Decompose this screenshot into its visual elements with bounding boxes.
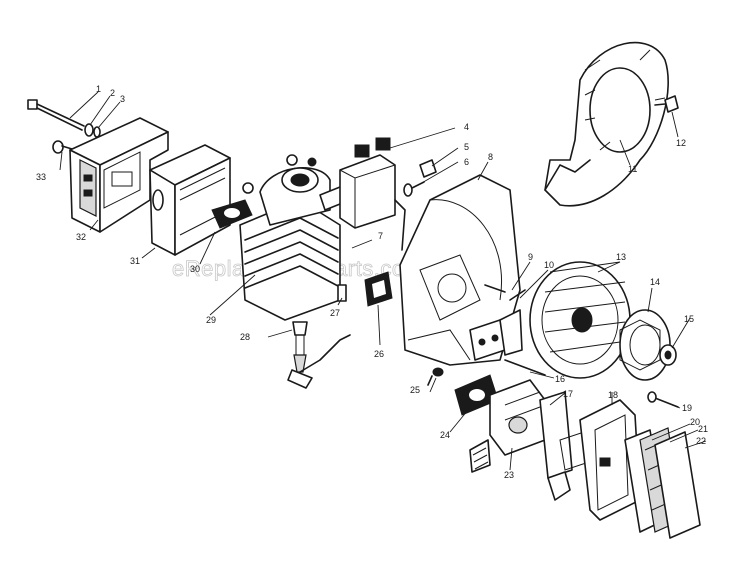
label-20: 20	[690, 417, 700, 427]
part-14-clutch	[619, 309, 671, 381]
part-30-gasket	[211, 199, 253, 229]
label-26: 26	[374, 349, 384, 359]
label-8: 8	[488, 152, 493, 162]
label-7: 7	[378, 231, 383, 241]
label-23: 23	[504, 470, 514, 480]
label-19: 19	[682, 403, 692, 413]
part-5-screw	[419, 159, 437, 178]
label-21: 21	[698, 424, 708, 434]
label-27: 27	[330, 308, 340, 318]
label-4: 4	[464, 122, 469, 132]
part-26-gasket	[364, 271, 393, 307]
part-13-flywheel	[529, 261, 631, 379]
leader-lines	[59, 91, 707, 471]
label-31: 31	[130, 256, 140, 266]
part-18-reed-block	[579, 399, 641, 521]
label-33: 33	[36, 172, 46, 182]
label-16: 16	[555, 374, 565, 384]
label-12: 12	[676, 138, 686, 148]
label-30: 30	[190, 264, 200, 274]
label-9: 9	[528, 252, 533, 262]
label-15: 15	[684, 314, 694, 324]
label-17: 17	[563, 389, 573, 399]
part-23-carburetor	[469, 379, 546, 473]
part-10-pin	[509, 289, 526, 301]
label-32: 32	[76, 232, 86, 242]
label-18: 18	[608, 390, 618, 400]
part-32-muffler-shield	[69, 117, 169, 233]
part-31-muffler	[149, 144, 231, 256]
part-16-stud	[504, 359, 546, 376]
part-11-fan-housing	[544, 41, 669, 207]
label-14: 14	[650, 277, 660, 287]
label-10: 10	[544, 260, 554, 270]
part-15-nut	[659, 344, 677, 366]
part-12-screw	[654, 95, 679, 113]
part-29-cylinder	[239, 154, 351, 321]
part-3-washer	[93, 126, 101, 138]
label-2: 2	[110, 88, 115, 98]
part-33-screw	[52, 140, 73, 154]
label-24: 24	[440, 430, 450, 440]
part-number-labels: 1 2 3 4 5 6 7 8 9 10 11 12 13 14 15 16 1…	[36, 84, 708, 480]
part-27-stud	[337, 284, 347, 302]
label-13: 13	[616, 252, 626, 262]
part-9-bracket	[499, 309, 523, 356]
label-22: 22	[696, 436, 706, 446]
part-8-crankcase	[399, 174, 521, 366]
label-25: 25	[410, 385, 420, 395]
part-6-screw	[403, 181, 425, 197]
part-24-gasket	[454, 374, 499, 416]
label-29: 29	[206, 315, 216, 325]
part-25-screw	[427, 367, 444, 386]
label-3: 3	[120, 94, 125, 104]
part-2-washer	[84, 123, 94, 137]
label-5: 5	[464, 142, 469, 152]
label-28: 28	[240, 332, 250, 342]
label-11: 11	[628, 164, 637, 174]
part-19-screw	[647, 391, 679, 408]
part-1-bolt	[27, 99, 85, 131]
part-22-filter-cover	[654, 431, 701, 539]
label-1: 1	[96, 84, 101, 94]
part-28-spark-plug	[287, 321, 351, 389]
label-6: 6	[464, 157, 469, 167]
part-4-ignition-module	[339, 137, 406, 251]
